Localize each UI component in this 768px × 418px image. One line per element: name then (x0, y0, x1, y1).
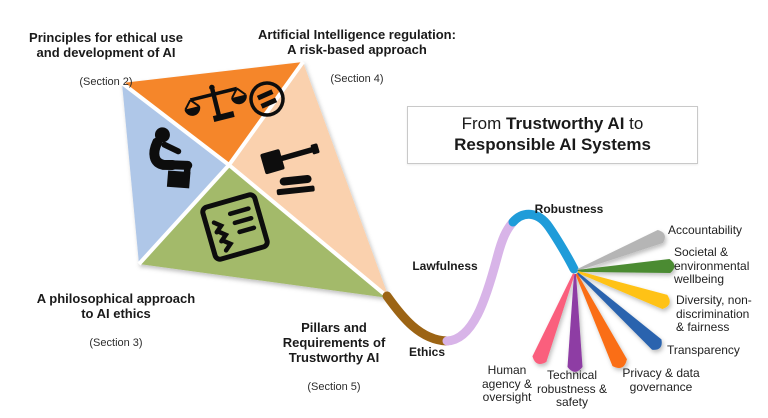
kite-seams (120, 60, 391, 300)
label-transparency: Transparency (667, 343, 740, 357)
label-technical-robustness: Technical robustness & safety (536, 368, 608, 409)
title-from: From (461, 114, 502, 133)
heading-pillars: Pillars and Requirements of Trustworthy … (249, 305, 419, 409)
heading-pillars-text: Pillars and Requirements of Trustworthy … (282, 320, 386, 365)
title-to: to (629, 114, 644, 133)
fan-ribbon-3 (576, 272, 662, 350)
fan-ribbon-5 (567, 274, 583, 372)
checklist-icon (200, 192, 270, 262)
heading-philosophy: A philosophical approach to AI ethics (S… (11, 276, 221, 365)
heading-regulation-text: Artificial Intelligence regulation: A ri… (258, 27, 456, 57)
gavel-icon (260, 143, 320, 196)
title-trustworthy-ai: Trustworthy AI (506, 114, 625, 133)
tail-segment-lawfulness (442, 217, 518, 346)
tail-segment-robustness (508, 209, 579, 274)
label-robustness: Robustness (534, 202, 604, 216)
title-line-1: From Trustworthy AI to (408, 113, 697, 134)
title-line-2: Responsible AI Systems (454, 135, 651, 154)
heading-pillars-section: (Section 5) (307, 381, 361, 393)
heading-philosophy-text: A philosophical approach to AI ethics (36, 291, 196, 321)
label-diversity-fairness: Diversity, non- discrimination & fairnes… (676, 293, 752, 334)
fan-ribbon-2 (577, 271, 670, 310)
heading-principles-section: (Section 2) (79, 76, 133, 88)
label-human-agency: Human agency & oversight (481, 363, 533, 404)
heading-regulation-section: (Section 4) (330, 73, 384, 85)
heading-principles-text: Principles for ethical use and developme… (29, 30, 183, 60)
scales-icon (184, 84, 247, 122)
heading-principles: Principles for ethical use and developme… (7, 15, 205, 104)
requirements-fan (532, 230, 675, 372)
label-societal-wellbeing: Societal & environmental wellbeing (674, 245, 750, 286)
heading-regulation: Artificial Intelligence regulation: A ri… (237, 12, 477, 101)
kite-tail (382, 209, 579, 346)
heading-philosophy-section: (Section 3) (89, 337, 143, 349)
title-box: From Trustworthy AI to Responsible AI Sy… (407, 106, 698, 164)
label-ethics: Ethics (408, 345, 445, 359)
label-accountability: Accountability (668, 223, 743, 237)
label-lawfulness: Lawfulness (412, 259, 478, 273)
label-privacy-governance: Privacy & data governance (622, 366, 700, 394)
thinker-icon (149, 127, 193, 189)
fan-ribbon-4 (575, 273, 627, 369)
fan-ribbon-1 (577, 259, 675, 274)
equality-icon (249, 81, 285, 117)
fan-ribbon-0 (577, 230, 665, 271)
tail-segment-ethics (382, 291, 452, 346)
fan-ribbon-6 (532, 273, 575, 365)
kite (120, 60, 391, 300)
